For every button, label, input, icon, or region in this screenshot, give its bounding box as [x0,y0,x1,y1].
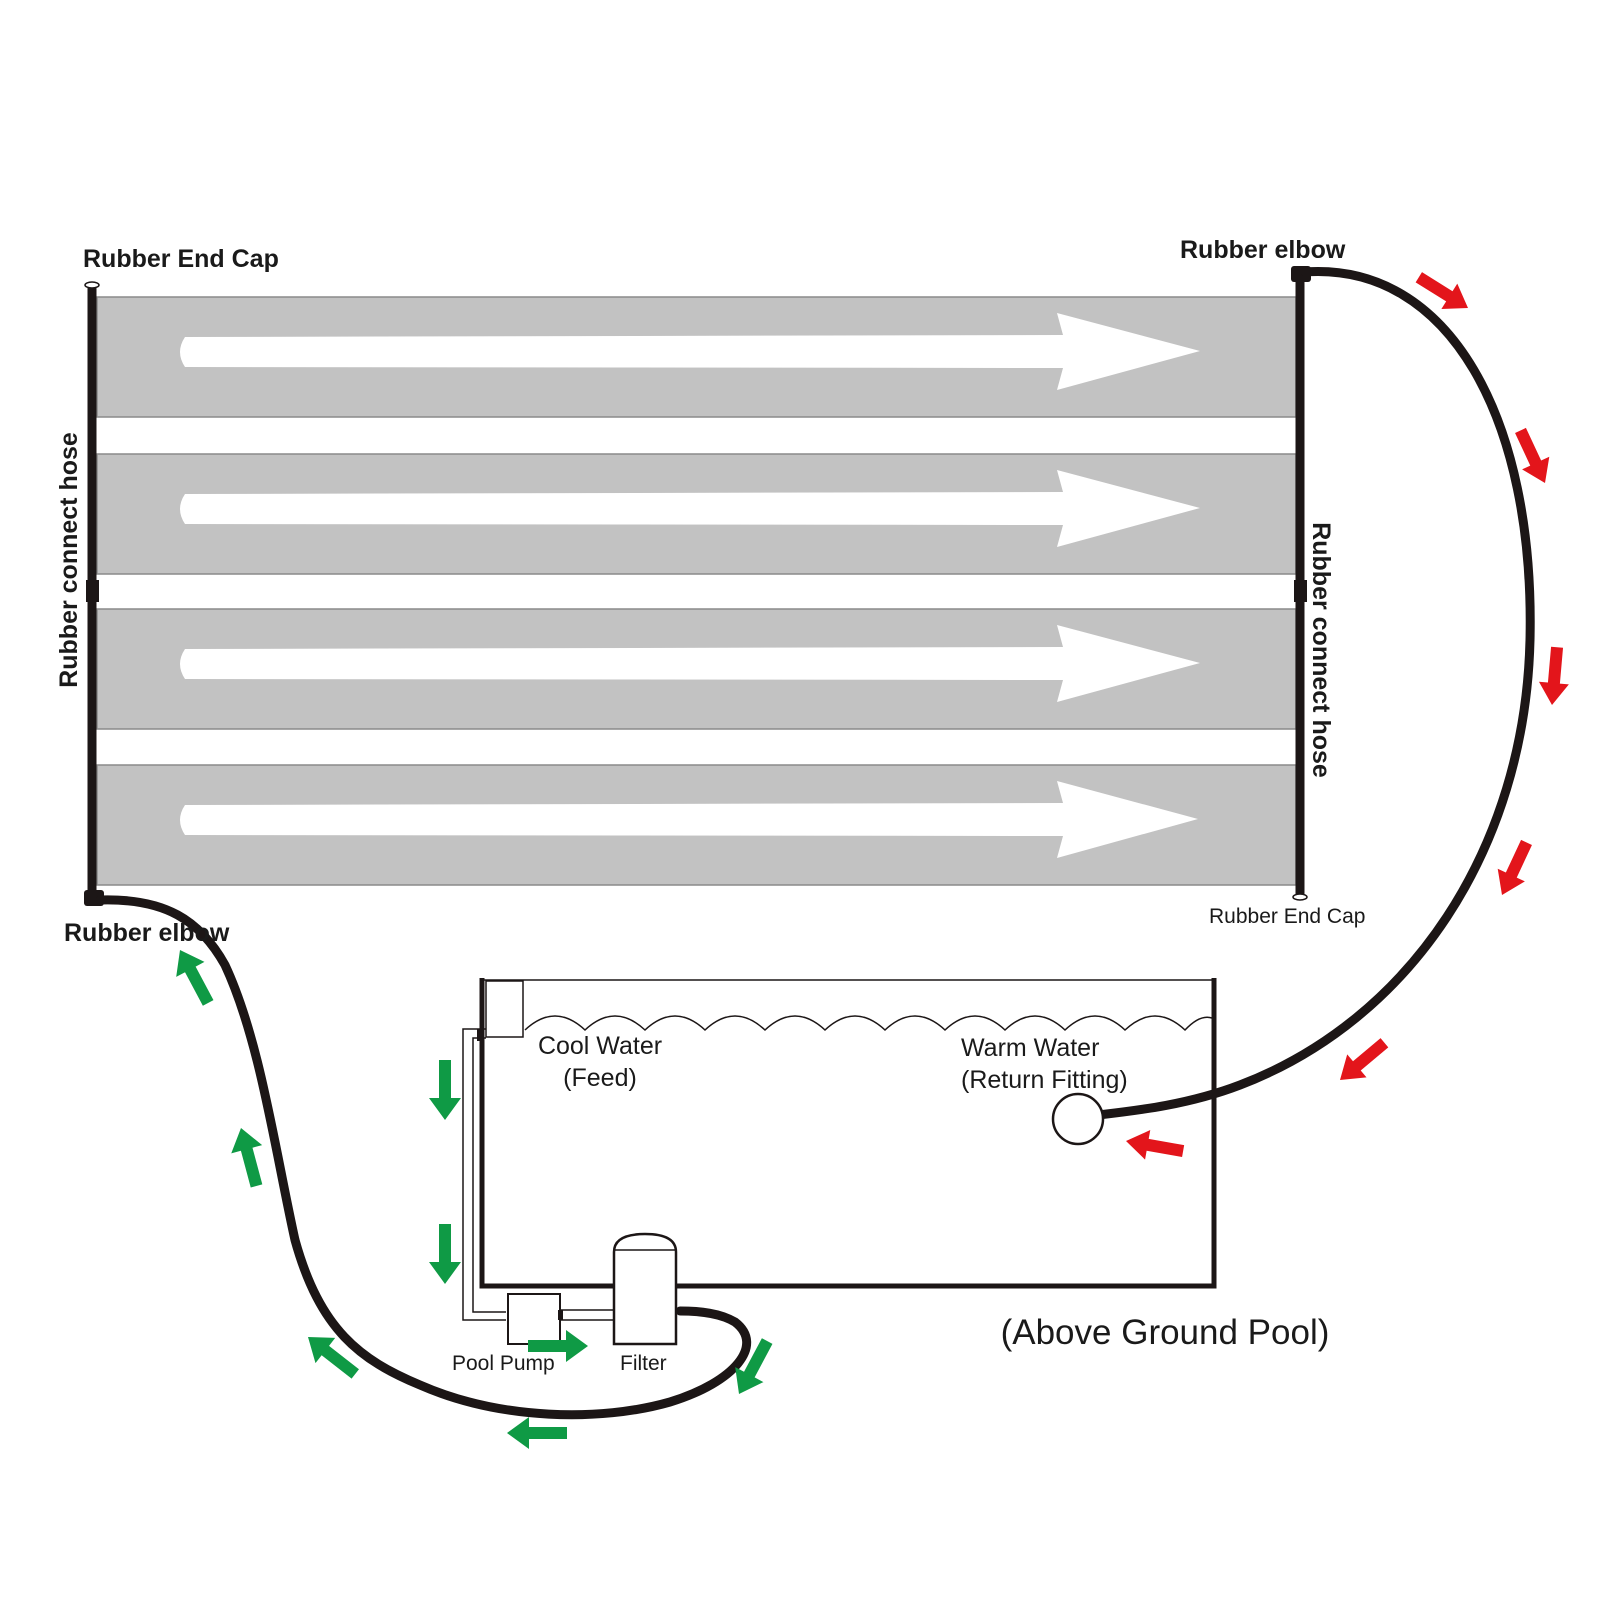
pump-connector [558,1310,563,1320]
pool [462,978,1217,1346]
return-fitting [1051,1092,1105,1146]
label-return-fitting: (Return Fitting) [961,1066,1128,1094]
left-coupler [86,580,99,602]
solar-panels [96,296,1297,886]
label-end-cap-left: Rubber End Cap [83,245,279,273]
green-arrow-6 [298,1324,366,1387]
flow-arrow-2 [180,470,1200,547]
label-connect-hose-right: Rubber connect hose [1307,522,1335,778]
label-pool-type: (Above Ground Pool) [1001,1313,1330,1352]
label-filter: Filter [620,1352,667,1375]
pool-pump [507,1293,561,1345]
flow-arrow-4 [180,781,1198,858]
green-arrow-5 [507,1417,567,1449]
green-arrow-1 [429,1060,461,1120]
skimmer-pipe [462,1028,506,1321]
skimmer-outlet [477,1029,483,1041]
label-warm-water: Warm Water [961,1034,1099,1062]
pool-walls [479,978,1217,1289]
red-arrow-4 [1488,836,1541,902]
green-arrow-2 [429,1224,461,1284]
right-end-cap [1292,893,1308,901]
skimmer-box [485,980,524,1038]
label-pool-pump: Pool Pump [452,1352,555,1375]
feed-hose [95,895,751,1420]
red-arrow-6 [1123,1126,1186,1166]
label-elbow-right: Rubber elbow [1180,236,1346,264]
label-cool-water: Cool Water [538,1032,662,1060]
label-elbow-left: Rubber elbow [64,919,230,947]
red-arrow-3 [1537,645,1572,707]
flow-arrow-3 [180,625,1200,702]
left-end-cap [84,281,100,289]
return-hose [1077,267,1535,1122]
label-end-cap-right: Rubber End Cap [1209,905,1365,928]
left-manifold [84,281,104,906]
red-arrow-5 [1330,1031,1395,1092]
green-arrow-7 [225,1123,272,1191]
label-connect-hose-left: Rubber connect hose [55,432,83,688]
water-surface [524,1015,1213,1032]
right-coupler [1294,580,1307,602]
skimmer-pipe-inner [472,1037,506,1313]
panel-flow-arrows [180,313,1200,858]
label-cool-water-feed: (Feed) [563,1064,637,1092]
flow-arrow-1 [180,313,1200,390]
filter-tank [612,1232,678,1346]
pump-filter-pipe [560,1309,614,1321]
